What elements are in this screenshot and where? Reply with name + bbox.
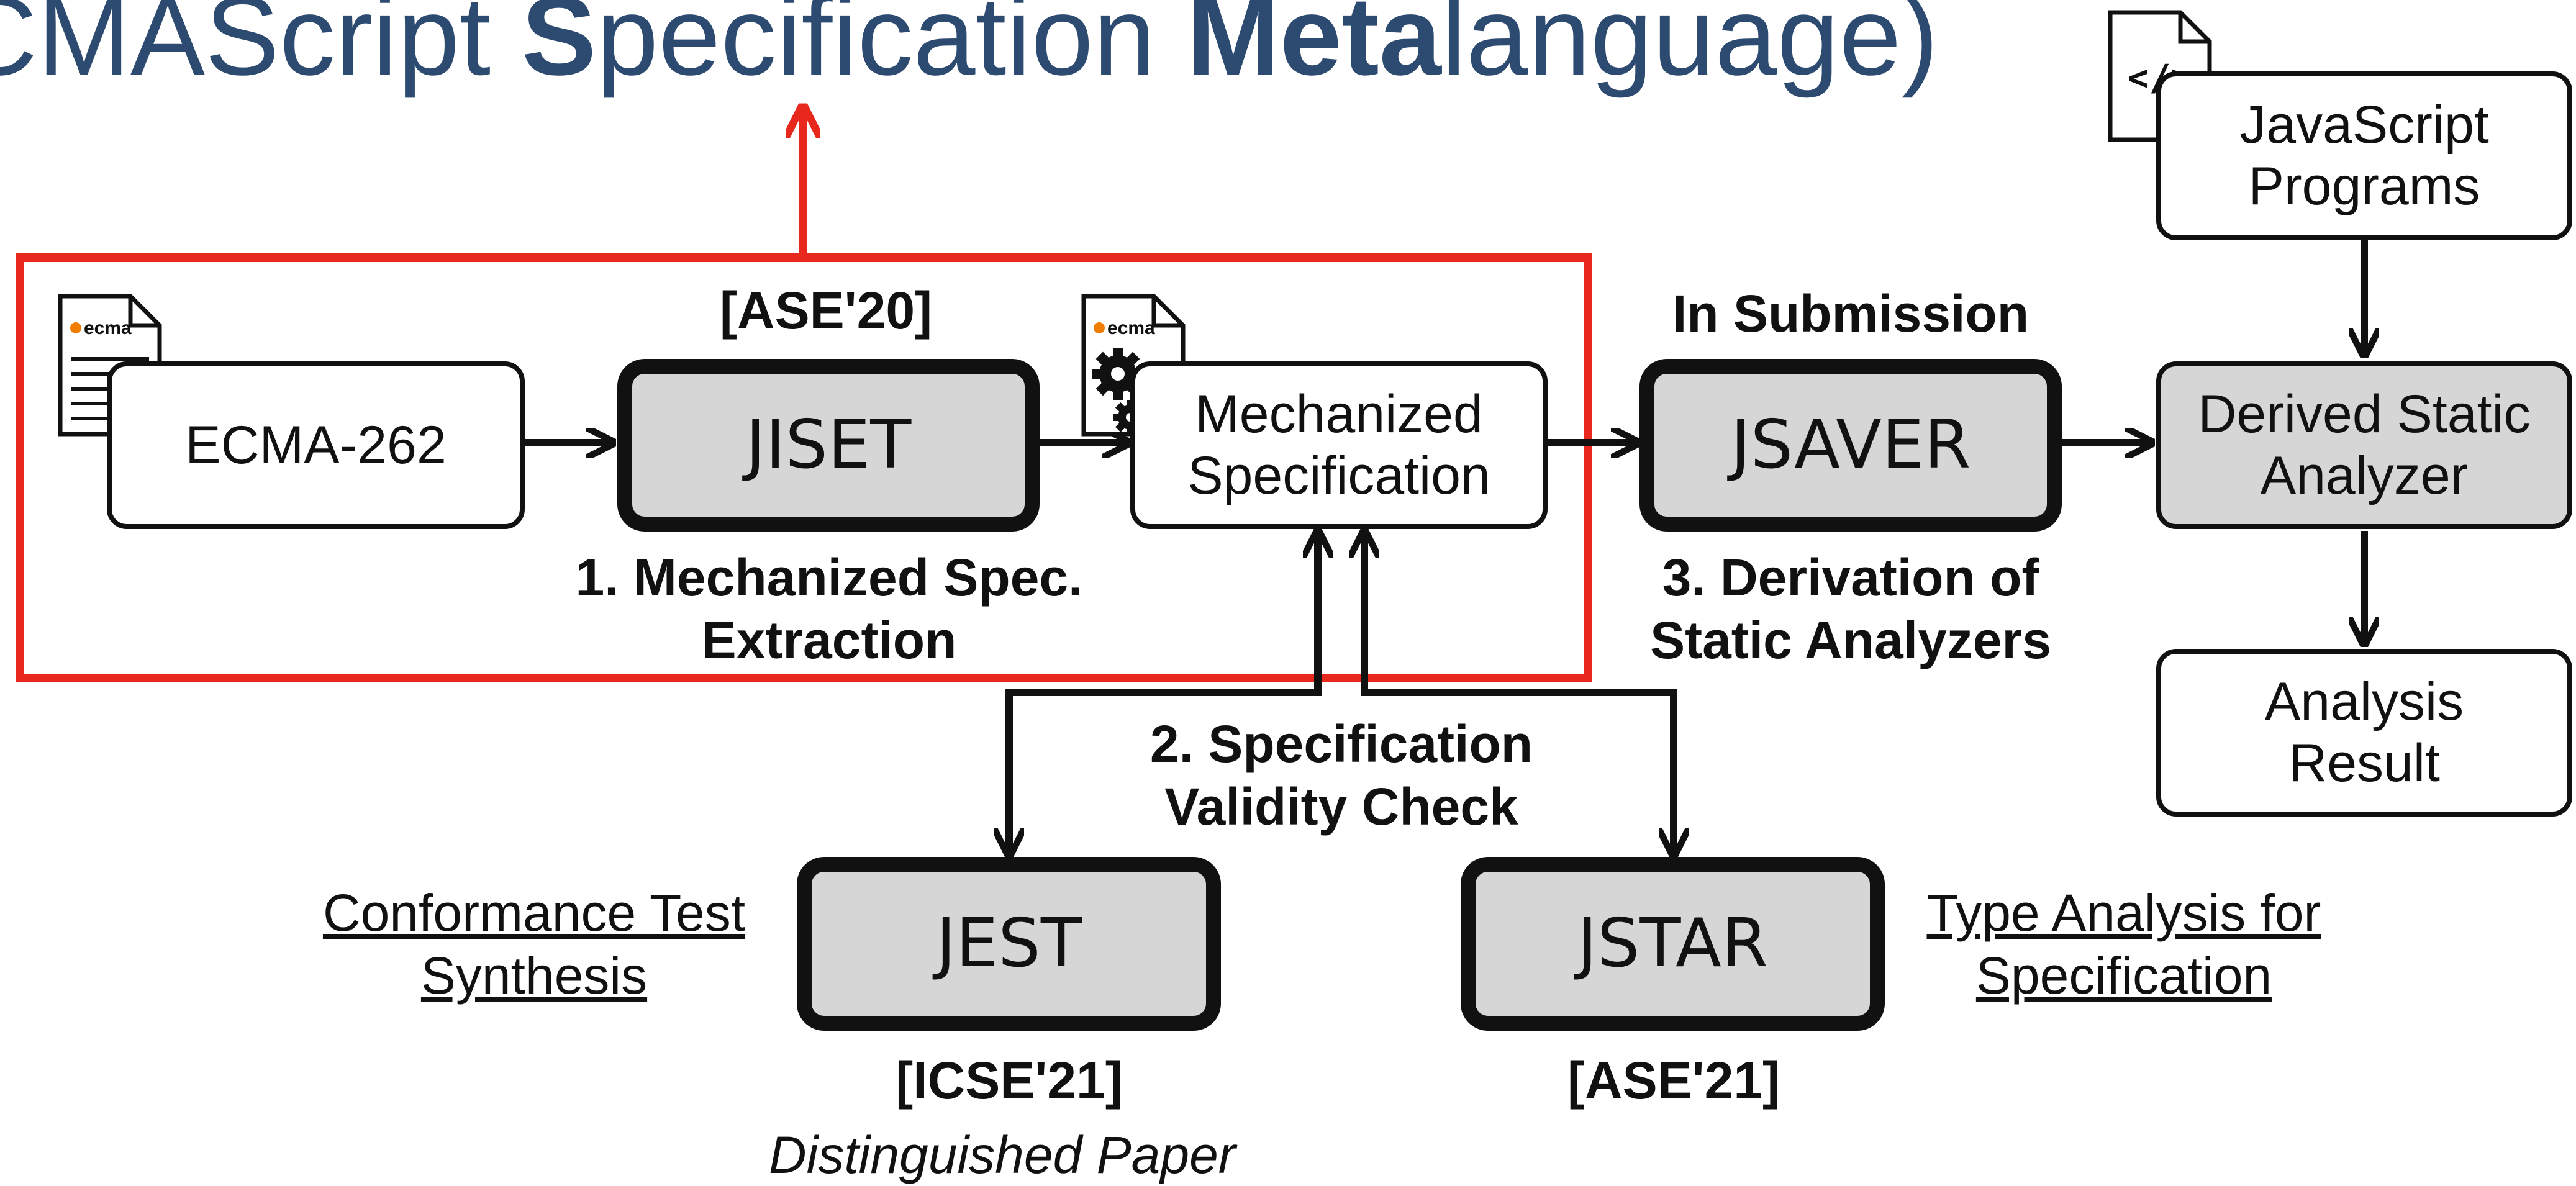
step2-line2: Validity Check: [1164, 777, 1518, 836]
arrow-spec-jstar-loop: [1364, 533, 1674, 854]
jsaver-tool-box: JSAVER: [1639, 359, 2062, 532]
js-programs-line1: JavaScript: [2239, 95, 2489, 155]
ecma-logo-text-2: ecma: [1107, 318, 1155, 338]
step1-line2: Extraction: [701, 610, 957, 669]
js-programs-line2: Programs: [2248, 156, 2480, 216]
step3-caption: 3. Derivation of Static Analyzers: [1602, 546, 2099, 672]
javascript-programs-box: JavaScript Programs: [2156, 71, 2572, 240]
result-line1: Analysis: [2264, 672, 2464, 732]
title-part3: language): [1441, 0, 1939, 99]
jest-desc-line1: Conformance Test: [322, 884, 746, 942]
jest-description: Conformance Test Synthesis: [292, 882, 776, 1007]
mech-spec-line1: Mechanized: [1195, 384, 1483, 445]
ase20-venue: [ASE'20]: [719, 281, 933, 340]
step3-line2: Static Analyzers: [1650, 610, 2051, 669]
jest-label: JEST: [936, 904, 1082, 982]
slide-title: CMAScript Specification Metalanguage): [0, 0, 1939, 98]
arrow-spec-jest-loop: [1009, 533, 1318, 854]
step2-caption: 2. Specification Validity Check: [1093, 713, 1590, 838]
jstar-tool-box: JSTAR: [1461, 857, 1885, 1031]
mechanized-spec-box: Mechanized Specification: [1130, 361, 1548, 529]
in-submission-status: In Submission: [1672, 284, 2030, 343]
result-line2: Result: [2288, 733, 2440, 793]
ecma-262-label: ECMA-262: [185, 415, 447, 475]
step1-line1: 1. Mechanized Spec.: [575, 548, 1083, 607]
derived-line1: Derived Static: [2198, 384, 2531, 445]
jest-tool-box: JEST: [797, 857, 1221, 1031]
step2-line1: 2. Specification: [1150, 715, 1533, 773]
ecma-logo-text: ecma: [84, 318, 132, 338]
title-bold-s: S: [522, 0, 597, 99]
jsaver-label: JSAVER: [1730, 405, 1971, 484]
step3-line1: 3. Derivation of: [1662, 548, 2039, 607]
jstar-label: JSTAR: [1577, 904, 1768, 982]
distinguished-paper-award: Distinguished Paper: [769, 1126, 1236, 1184]
ecma-262-box: ECMA-262: [107, 361, 525, 529]
title-part1: CMAScript: [0, 0, 522, 99]
derived-static-analyzer-box: Derived Static Analyzer: [2156, 361, 2572, 529]
jiset-tool-box: JISET: [617, 359, 1040, 532]
derived-line2: Analyzer: [2260, 446, 2469, 505]
jstar-description: Type Analysis for Specification: [1882, 882, 2366, 1007]
mech-spec-line2: Specification: [1187, 446, 1490, 505]
title-part2: pecification: [596, 0, 1187, 99]
analysis-result-box: Analysis Result: [2156, 649, 2572, 817]
ase21-venue: [ASE'21]: [1567, 1051, 1780, 1110]
jest-desc-line2: Synthesis: [420, 946, 648, 1005]
icse21-venue: [ICSE'21]: [896, 1051, 1123, 1110]
jstar-desc-line2: Specification: [1975, 946, 2272, 1005]
jiset-label: JISET: [745, 405, 912, 484]
step1-caption: 1. Mechanized Spec. Extraction: [546, 546, 1112, 672]
title-bold-meta: Meta: [1186, 0, 1441, 99]
jstar-desc-line1: Type Analysis for: [1926, 884, 2321, 942]
